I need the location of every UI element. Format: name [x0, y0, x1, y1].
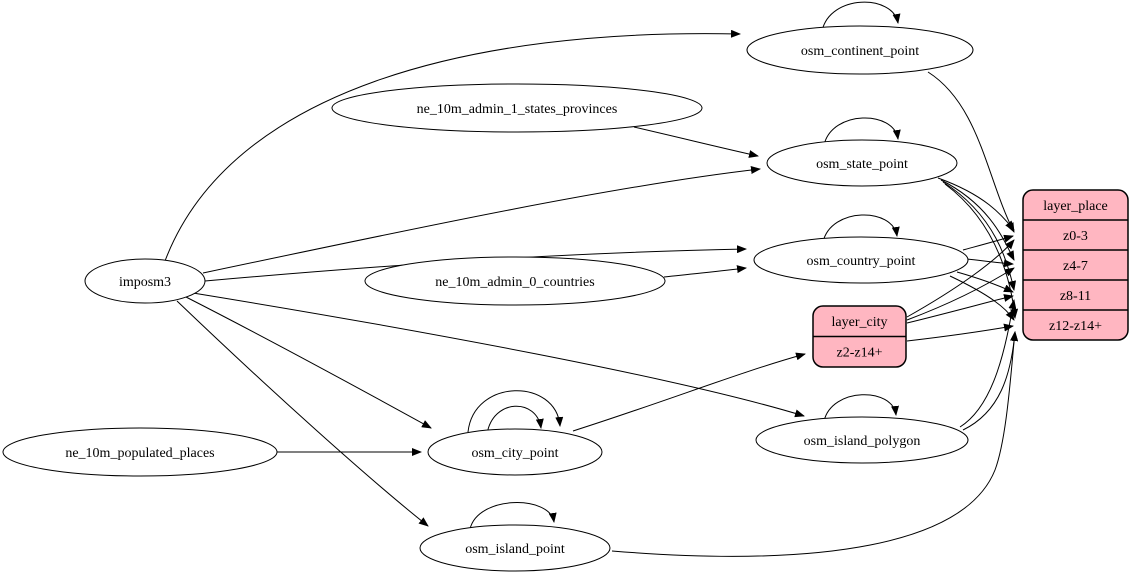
edge-osm_island_polygon-to-layer_place-z8-11 — [959, 299, 1017, 428]
edges-layer — [164, 1, 1019, 557]
edge-imposm3-to-osm_island_polygon — [192, 292, 805, 418]
edge-osm_island_point-to-layer_place-z12-z14+ — [611, 331, 1019, 557]
node-osm_country_point: osm_country_point — [753, 236, 969, 284]
ne_10m_admin_1_states_provinces-shape — [331, 83, 703, 133]
self-loop-osm_country_point-2 — [822, 214, 900, 243]
edge-osm_city_point-to-layer_city-z2-z14+ — [572, 352, 806, 432]
node-ne_10m_admin_1_states_provinces: ne_10m_admin_1_states_provinces — [331, 83, 703, 133]
ne_10m_populated_places-shape — [2, 427, 278, 477]
layer_place-row-z0-3: z0-3 — [1063, 229, 1088, 244]
edge-osm_continent_point-to-layer_place-z0-3 — [927, 71, 1015, 233]
osm_island_point-label: osm_island_point — [465, 542, 565, 557]
ne_10m_admin_0_countries-label: ne_10m_admin_0_countries — [435, 275, 594, 290]
osm_state_point-label: osm_state_point — [816, 157, 908, 172]
node-ne_10m_admin_0_countries: ne_10m_admin_0_countries — [364, 256, 666, 306]
layer_place-row-z8-11: z8-11 — [1060, 289, 1091, 304]
edge-osm_state_point-to-layer_place-z0-3 — [937, 177, 1015, 231]
osm_city_point-label: osm_city_point — [471, 446, 558, 461]
edge-osm_state_point-to-layer_place-z8-11 — [942, 181, 1017, 291]
osm_continent_point-label: osm_continent_point — [801, 44, 919, 59]
node-osm_island_polygon: osm_island_polygon — [755, 416, 969, 464]
self-loop-osm_city_point-3 — [467, 390, 564, 433]
osm_state_point-shape — [766, 139, 958, 187]
node-layer_place: layer_place z0-3 z4-7 z8-11 z12-z14+ — [1022, 189, 1129, 341]
edge-osm_country_point-to-layer_place-z0-3 — [962, 234, 1014, 251]
self-loop-osm_state_point-1 — [823, 117, 901, 146]
node-imposm3: imposm3 — [84, 258, 206, 304]
layer_city-row-z2-z14+: z2-z14+ — [837, 346, 883, 361]
self-loop-osm_continent_point-0 — [821, 1, 901, 32]
edge-osm_country_point-to-layer_place-z4-7 — [966, 258, 1014, 268]
node-osm_city_point: osm_city_point — [427, 428, 603, 476]
osm_country_point-shape — [753, 236, 969, 284]
edge-layer_city-to-layer_place-z12-z14+ — [906, 323, 1014, 342]
osm_city_point-shape — [427, 428, 603, 476]
edge-ne_10m_admin_1_states_provinces-to-osm_state_point — [633, 126, 759, 158]
edge-imposm3-to-osm_island_point — [176, 300, 429, 527]
osm_continent_point-shape — [746, 25, 974, 75]
layer_place-row-z4-7: z4-7 — [1063, 259, 1088, 274]
node-ne_10m_populated_places: ne_10m_populated_places — [2, 427, 278, 477]
imposm3-label: imposm3 — [119, 275, 171, 290]
layer_place-row-layer_place: layer_place — [1043, 199, 1108, 214]
edge-layer_city-to-layer_place-z4-7 — [906, 267, 1015, 321]
ne_10m_admin_0_countries-shape — [364, 256, 666, 306]
node-layer_city: layer_city z2-z14+ — [812, 305, 907, 368]
edge-imposm3-to-osm_continent_point — [164, 29, 741, 262]
self-loop-osm_island_polygon-5 — [823, 394, 899, 422]
edge-osm_country_point-to-layer_place-z8-11 — [956, 271, 1014, 293]
osm_island_polygon-label: osm_island_polygon — [804, 434, 921, 449]
edge-layer_city-to-layer_place-z8-11 — [906, 294, 1014, 324]
node-osm_island_point: osm_island_point — [419, 524, 611, 572]
edge-osm_state_point-to-layer_place-z4-7 — [940, 179, 1015, 261]
osm_country_point-label: osm_country_point — [807, 254, 916, 269]
nodes-layer: imposm3 ne_10m_admin_1_states_provincesne… — [2, 25, 1129, 572]
self-loop-osm_island_point-6 — [469, 502, 557, 530]
ne_10m_admin_1_states_provinces-label: ne_10m_admin_1_states_provinces — [417, 102, 618, 117]
edge-imposm3-to-osm_state_point — [202, 166, 761, 274]
edge-osm_island_polygon-to-layer_place-z12-z14+ — [962, 331, 1019, 431]
node-osm_continent_point: osm_continent_point — [746, 25, 974, 75]
osm_island_point-shape — [419, 524, 611, 572]
layer_place-box — [1022, 189, 1129, 341]
layer_place-row-z12-z14+: z12-z14+ — [1049, 319, 1102, 334]
ne_10m_populated_places-label: ne_10m_populated_places — [65, 446, 214, 461]
node-osm_state_point: osm_state_point — [766, 139, 958, 187]
self-loop-osm_city_point-4 — [486, 405, 544, 435]
edge-imposm3-to-osm_city_point — [185, 296, 432, 429]
edge-ne_10m_admin_0_countries-to-osm_country_point — [663, 265, 747, 278]
osm_island_polygon-shape — [755, 416, 969, 464]
imposm3-shape — [84, 258, 206, 304]
layer_city-row-layer_city: layer_city — [832, 315, 888, 330]
edge-layer_city-to-layer_place-z0-3 — [906, 239, 1015, 318]
